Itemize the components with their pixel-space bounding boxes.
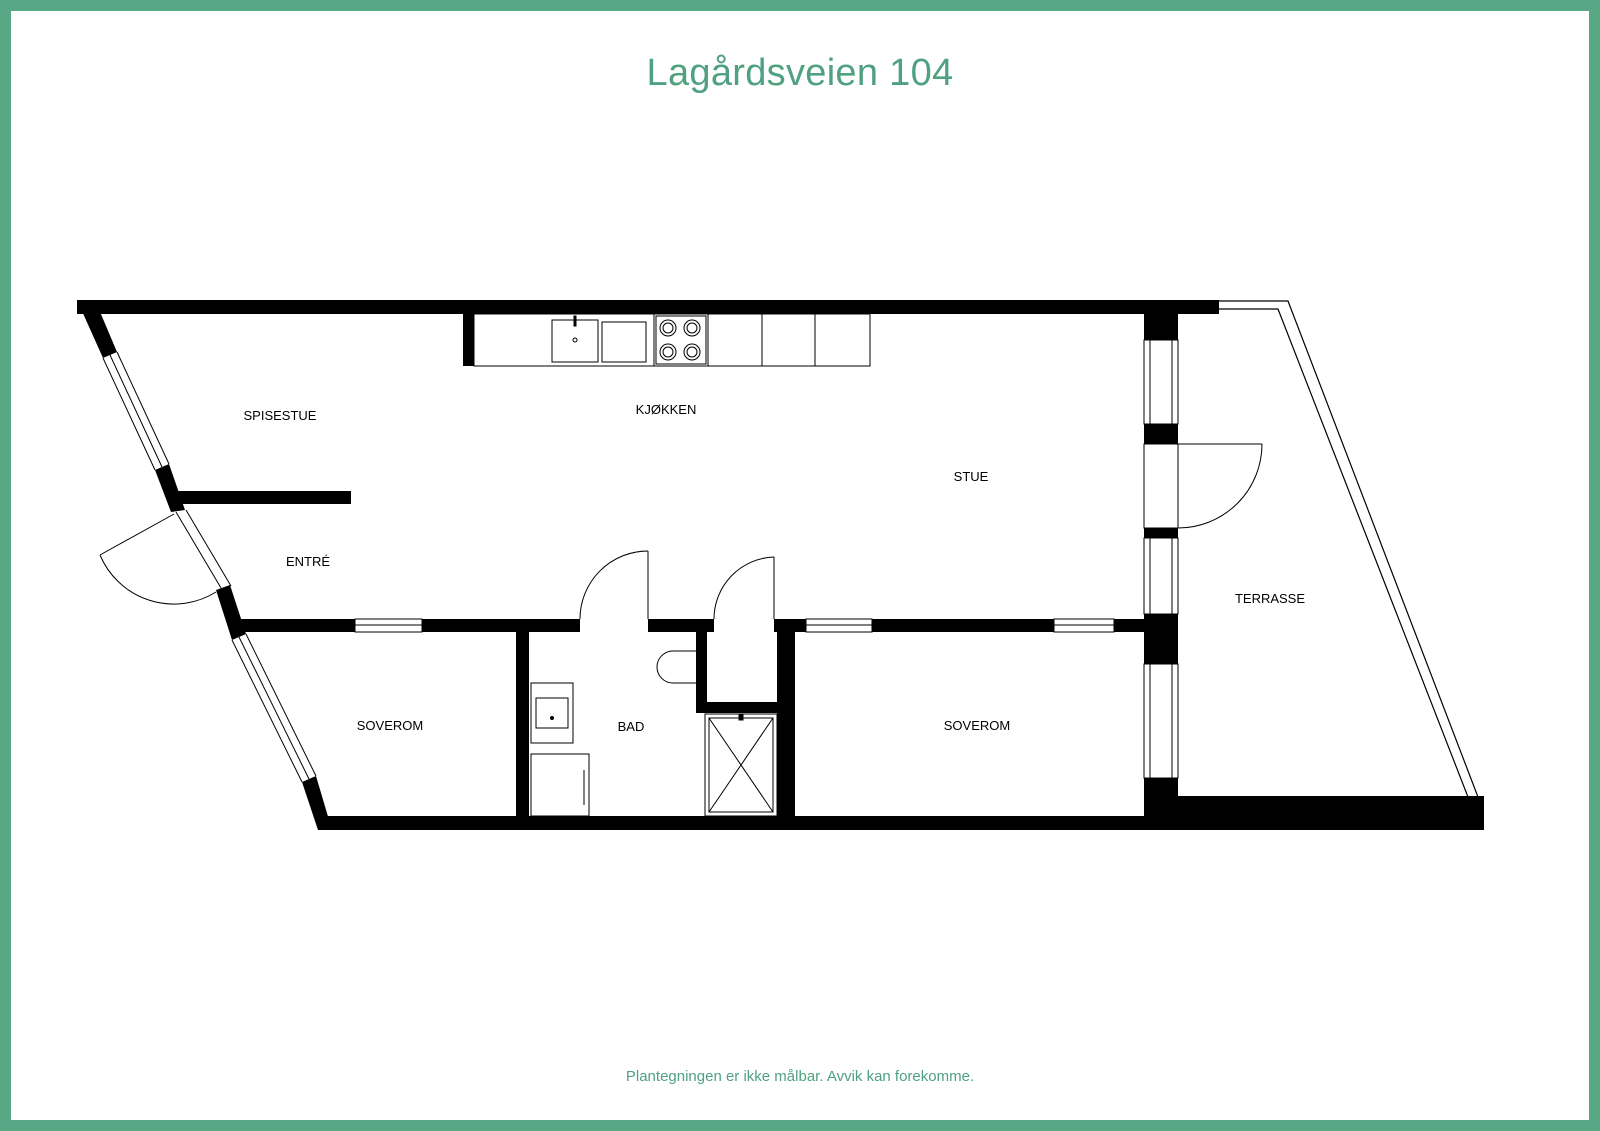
terrace-outline	[1218, 300, 1479, 798]
room-label-soverom-right: SOVEROM	[944, 718, 1010, 733]
room-label-bad: BAD	[618, 719, 645, 734]
right-windows	[1143, 339, 1179, 779]
interior-openings	[354, 618, 1115, 633]
room-label-soverom-left: SOVEROM	[357, 718, 423, 733]
doors	[99, 443, 1263, 620]
left-windows	[102, 351, 317, 783]
shower-icon	[704, 713, 778, 817]
room-label-spisestue: SPISESTUE	[244, 408, 317, 423]
kitchen-counter	[473, 313, 871, 367]
room-label-kjokken: KJØKKEN	[636, 402, 697, 417]
disclaimer-text: Plantegningen er ikke målbar. Avvik kan …	[625, 1068, 975, 1085]
plan-title: Lagårdsveien 104	[646, 52, 954, 94]
bathroom-fixtures	[530, 650, 696, 817]
interior-walls	[178, 314, 1144, 830]
exterior-walls	[77, 300, 1484, 830]
room-label-stue: STUE	[954, 469, 989, 484]
stove-icon	[659, 319, 701, 361]
room-label-entre: ENTRÉ	[286, 554, 330, 569]
room-label-terrasse: TERRASSE	[1235, 591, 1305, 606]
